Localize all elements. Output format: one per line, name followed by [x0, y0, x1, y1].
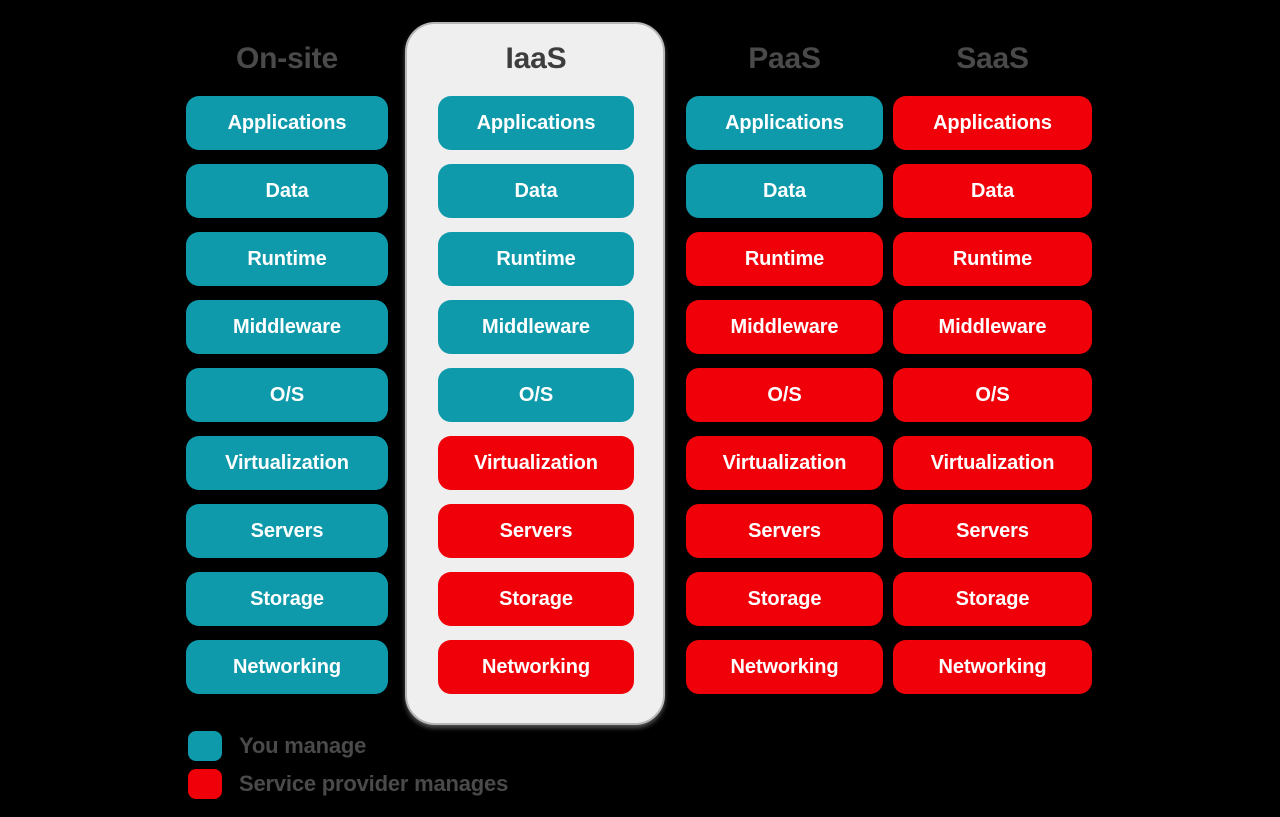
legend-item-you: You manage	[188, 727, 508, 765]
layer-pill-saas-o-s[interactable]: O/S	[893, 368, 1092, 422]
layer-pill-iaas-applications[interactable]: Applications	[438, 96, 634, 150]
column-header-iaas: IaaS	[505, 42, 567, 75]
layer-pill-on-site-data[interactable]: Data	[186, 164, 388, 218]
layer-pill-saas-data[interactable]: Data	[893, 164, 1092, 218]
layer-pill-saas-networking[interactable]: Networking	[893, 640, 1092, 694]
layer-pill-on-site-networking[interactable]: Networking	[186, 640, 388, 694]
layer-pill-on-site-storage[interactable]: Storage	[186, 572, 388, 626]
legend-label-you: You manage	[239, 733, 367, 758]
layer-pill-on-site-virtualization[interactable]: Virtualization	[186, 436, 388, 490]
layer-pill-saas-runtime[interactable]: Runtime	[893, 232, 1092, 286]
layer-pill-on-site-servers[interactable]: Servers	[186, 504, 388, 558]
layer-pill-on-site-middleware[interactable]: Middleware	[186, 300, 388, 354]
layer-pill-iaas-virtualization[interactable]: Virtualization	[438, 436, 634, 490]
layer-pill-saas-middleware[interactable]: Middleware	[893, 300, 1092, 354]
layer-pill-paas-virtualization[interactable]: Virtualization	[686, 436, 883, 490]
layer-pill-paas-storage[interactable]: Storage	[686, 572, 883, 626]
layer-pill-paas-o-s[interactable]: O/S	[686, 368, 883, 422]
layer-pill-iaas-middleware[interactable]: Middleware	[438, 300, 634, 354]
layer-pill-paas-networking[interactable]: Networking	[686, 640, 883, 694]
layer-pill-iaas-data[interactable]: Data	[438, 164, 634, 218]
column-header-on-site: On-site	[236, 42, 338, 75]
layer-pill-iaas-networking[interactable]: Networking	[438, 640, 634, 694]
layer-pill-paas-data[interactable]: Data	[686, 164, 883, 218]
layer-pill-iaas-storage[interactable]: Storage	[438, 572, 634, 626]
layer-pill-paas-applications[interactable]: Applications	[686, 96, 883, 150]
layer-pill-on-site-o-s[interactable]: O/S	[186, 368, 388, 422]
legend-label-vendor: Service provider manages	[239, 771, 509, 796]
layer-pill-iaas-o-s[interactable]: O/S	[438, 368, 634, 422]
layer-pill-paas-runtime[interactable]: Runtime	[686, 232, 883, 286]
column-header-paas: PaaS	[748, 42, 821, 75]
legend-swatch-you	[188, 731, 222, 761]
layer-pill-iaas-runtime[interactable]: Runtime	[438, 232, 634, 286]
legend-swatch-vendor	[188, 769, 222, 799]
layer-pill-on-site-runtime[interactable]: Runtime	[186, 232, 388, 286]
column-header-saas: SaaS	[956, 42, 1029, 75]
layer-pill-saas-virtualization[interactable]: Virtualization	[893, 436, 1092, 490]
layer-pill-paas-servers[interactable]: Servers	[686, 504, 883, 558]
legend-item-vendor: Service provider manages	[188, 765, 508, 803]
layer-pill-saas-servers[interactable]: Servers	[893, 504, 1092, 558]
layer-pill-saas-storage[interactable]: Storage	[893, 572, 1092, 626]
layer-pill-on-site-applications[interactable]: Applications	[186, 96, 388, 150]
layer-pill-iaas-servers[interactable]: Servers	[438, 504, 634, 558]
layer-pill-paas-middleware[interactable]: Middleware	[686, 300, 883, 354]
layer-pill-saas-applications[interactable]: Applications	[893, 96, 1092, 150]
